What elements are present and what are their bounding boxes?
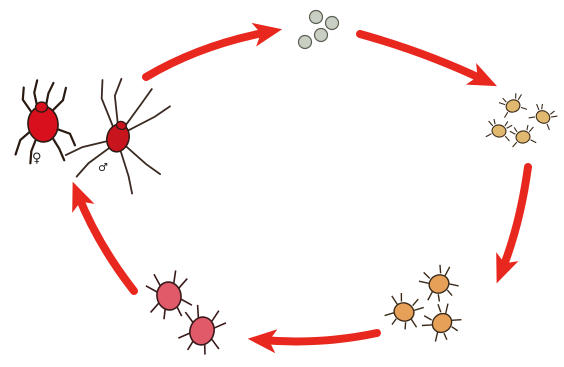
deutonymphs-group <box>144 269 228 358</box>
egg <box>326 17 339 30</box>
female-symbol: ♀ <box>32 151 42 166</box>
egg-cluster <box>299 11 339 49</box>
cycle-arrows <box>78 32 528 341</box>
protonymph-mite <box>383 290 426 333</box>
deutonymph-mite <box>176 302 228 357</box>
protonymph-mite <box>418 299 465 346</box>
arrow-deutonymphs-to-adults <box>78 195 134 291</box>
larva-mite <box>486 118 513 141</box>
larvae-group <box>486 92 559 147</box>
female-head <box>35 102 48 113</box>
protonymphs-group <box>383 261 466 346</box>
larva-mite <box>529 101 559 129</box>
arrow-larvae-to-protonymphs <box>502 167 528 270</box>
adult-male-mite <box>61 70 182 199</box>
larva-mite <box>498 92 527 118</box>
arrow-adults-to-eggs <box>146 32 268 77</box>
protonymph-mite <box>416 261 461 305</box>
male-symbol: ♂ <box>98 161 108 174</box>
arrow-eggs-to-larvae <box>360 34 484 80</box>
egg <box>315 29 328 42</box>
larva-mite <box>509 124 536 147</box>
egg <box>299 36 312 49</box>
egg <box>310 11 323 24</box>
adult-female-mite <box>9 78 76 165</box>
arrow-protonymphs-to-deutonymphs <box>262 333 377 341</box>
